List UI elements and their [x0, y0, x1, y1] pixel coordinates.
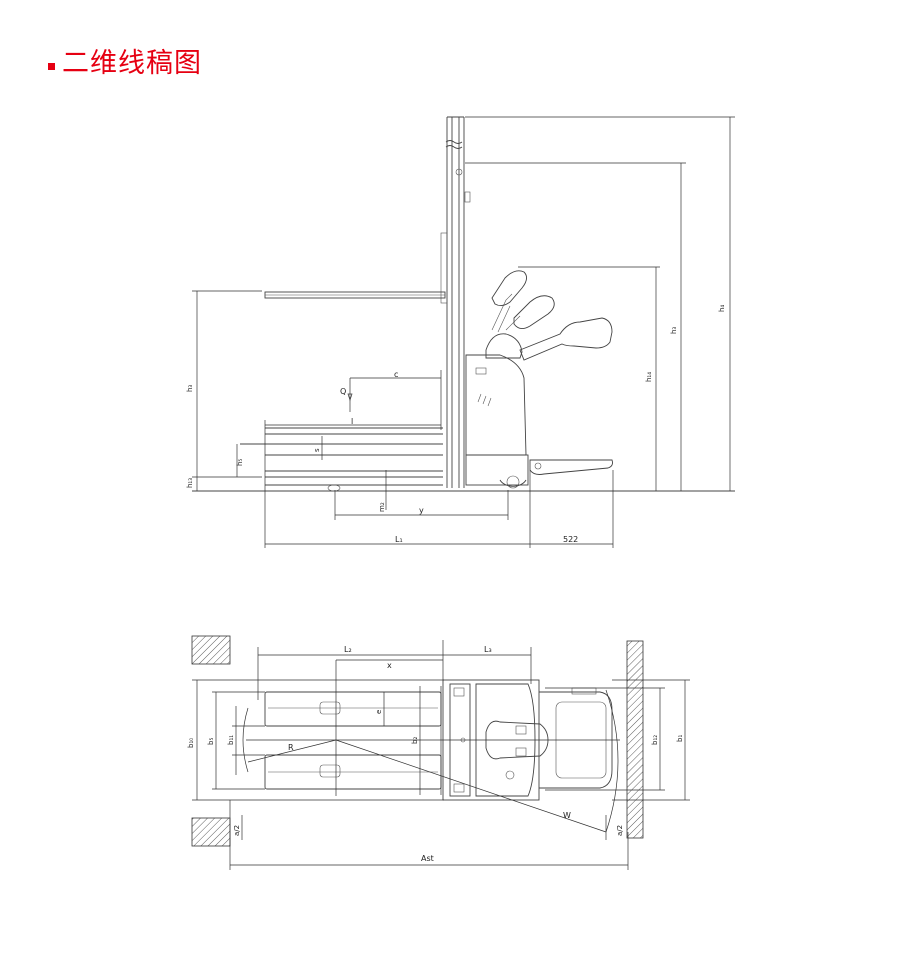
operator-platform: [529, 459, 613, 475]
dimension-lines-top: [192, 640, 690, 870]
dimension-lines-side: [192, 116, 735, 548]
label-y: y: [419, 506, 424, 515]
truck-body: [465, 293, 529, 489]
label-h3: h₃: [186, 385, 194, 392]
label-Ast: Ast: [421, 854, 434, 863]
mast: [440, 116, 471, 488]
label-522: 522: [563, 535, 578, 544]
forks-raised: [264, 291, 446, 299]
label-m2: m₂: [378, 502, 386, 512]
label-b11: b₁₁: [227, 735, 235, 745]
forks-lowered: [240, 427, 443, 486]
label-s: s: [313, 448, 321, 452]
top-view-drawing: L₂ L₃ x e b₁₀ b₅ b₁₁ b₂ b₁₂ b₁ R W a/2 a…: [187, 635, 690, 870]
wall-right: [626, 640, 644, 839]
label-W: W: [563, 811, 571, 820]
label-h5: h₅: [236, 459, 244, 466]
label-a2-right: a/2: [616, 825, 624, 836]
label-h13: h₁₃: [186, 478, 194, 488]
label-b10: b₁₀: [187, 738, 195, 748]
load-wheel-icon: [327, 484, 341, 492]
label-b1: b₁: [676, 735, 684, 742]
tiller-handles: [491, 270, 613, 361]
label-b12: b₁₂: [651, 735, 659, 745]
wall-top-left: [191, 635, 231, 665]
label-h3-mast: h₃: [670, 327, 678, 334]
side-view-drawing: h₄ h₃ h₁₄ h₃ h₁₃ h₅ s l c Q m₂ y L₁ 522: [186, 116, 735, 548]
title-bullet-icon: [48, 62, 55, 70]
label-x: x: [387, 661, 392, 670]
label-e: e: [375, 710, 383, 714]
section-header: 二维线稿图: [48, 44, 202, 84]
label-b5: b₅: [207, 738, 215, 745]
label-Q: Q: [340, 387, 346, 396]
label-L3: L₃: [484, 645, 492, 654]
label-R: R: [288, 743, 294, 752]
label-c: c: [394, 370, 398, 379]
label-L1: L₁: [395, 535, 403, 544]
label-h4: h₄: [718, 305, 726, 312]
wall-bottom-left: [191, 817, 231, 847]
label-a2-left: a/2: [233, 825, 241, 836]
label-l: l: [351, 417, 353, 426]
label-h14: h₁₄: [645, 372, 653, 382]
label-L2: L₂: [344, 645, 352, 654]
label-b2: b₂: [411, 737, 419, 744]
page-title: 二维线稿图: [62, 48, 202, 79]
